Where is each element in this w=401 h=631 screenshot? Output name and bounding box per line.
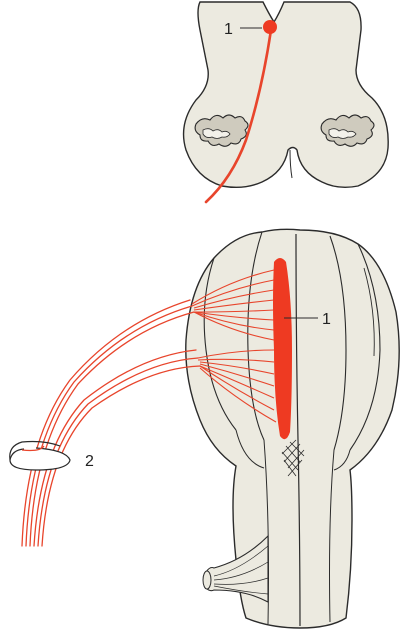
central-fissure xyxy=(290,150,292,178)
label-1-top: 1 xyxy=(224,21,233,38)
nucleus-dot-top xyxy=(263,20,277,34)
brainstem-view: 1 2 xyxy=(10,229,399,628)
nerve-bundle xyxy=(22,300,200,546)
label-2: 2 xyxy=(85,453,94,470)
cross-section-outline xyxy=(184,2,389,187)
label-1-bottom: 1 xyxy=(322,311,331,328)
medulla-cross-section: 1 xyxy=(184,2,389,202)
nerve-loop-marker xyxy=(10,442,70,471)
